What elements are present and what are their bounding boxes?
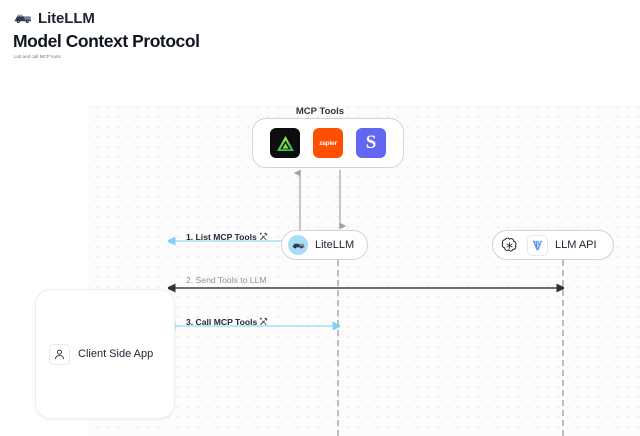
diagram-canvas: MCP Tools zapier <box>0 70 640 436</box>
client-side-app-label: Client Side App <box>78 348 154 360</box>
node-litellm-label: LiteLLM <box>315 239 355 251</box>
client-side-app-card[interactable]: Client Side App <box>35 289 175 419</box>
message-arrow-send-tools-to-llm <box>168 283 564 293</box>
zapier-label: zapier <box>319 139 337 147</box>
slack-s-icon[interactable]: S <box>356 128 386 158</box>
message-arrow-call-mcp-tools <box>168 321 340 331</box>
page-title: Model Context Protocol <box>13 31 200 51</box>
mcp-tools-group-box: zapier S <box>252 118 404 168</box>
node-litellm[interactable]: LiteLLM <box>281 230 369 260</box>
arrow-litellm-to-mcp-up <box>293 169 347 230</box>
litellm-avatar-icon <box>288 235 308 255</box>
openai-icon <box>499 235 520 256</box>
zapier-wordmark-icon[interactable]: zapier <box>313 128 343 158</box>
vertex-ai-icon <box>527 234 548 256</box>
brand-name: LiteLLM <box>38 9 95 27</box>
node-llm-api[interactable]: LLM API <box>492 230 614 260</box>
node-llm-api-label: LLM API <box>555 239 597 251</box>
mcp-tools-group-label: MCP Tools <box>295 106 345 117</box>
brand-header: LiteLLM <box>14 8 95 28</box>
message-label-send-tools-to-llm: 2. Send Tools to LLM <box>186 275 267 285</box>
lifeline-llm-api <box>562 260 564 436</box>
slack-letter: S <box>365 131 377 153</box>
page-subtitle: List and call MCP tools <box>14 54 61 59</box>
lifeline-litellm <box>337 260 339 436</box>
user-person-icon <box>49 343 70 365</box>
linear-triangle-icon[interactable] <box>270 128 300 158</box>
litellm-truck-icon <box>14 11 32 25</box>
message-text-2: 2. Send Tools to LLM <box>186 275 267 285</box>
